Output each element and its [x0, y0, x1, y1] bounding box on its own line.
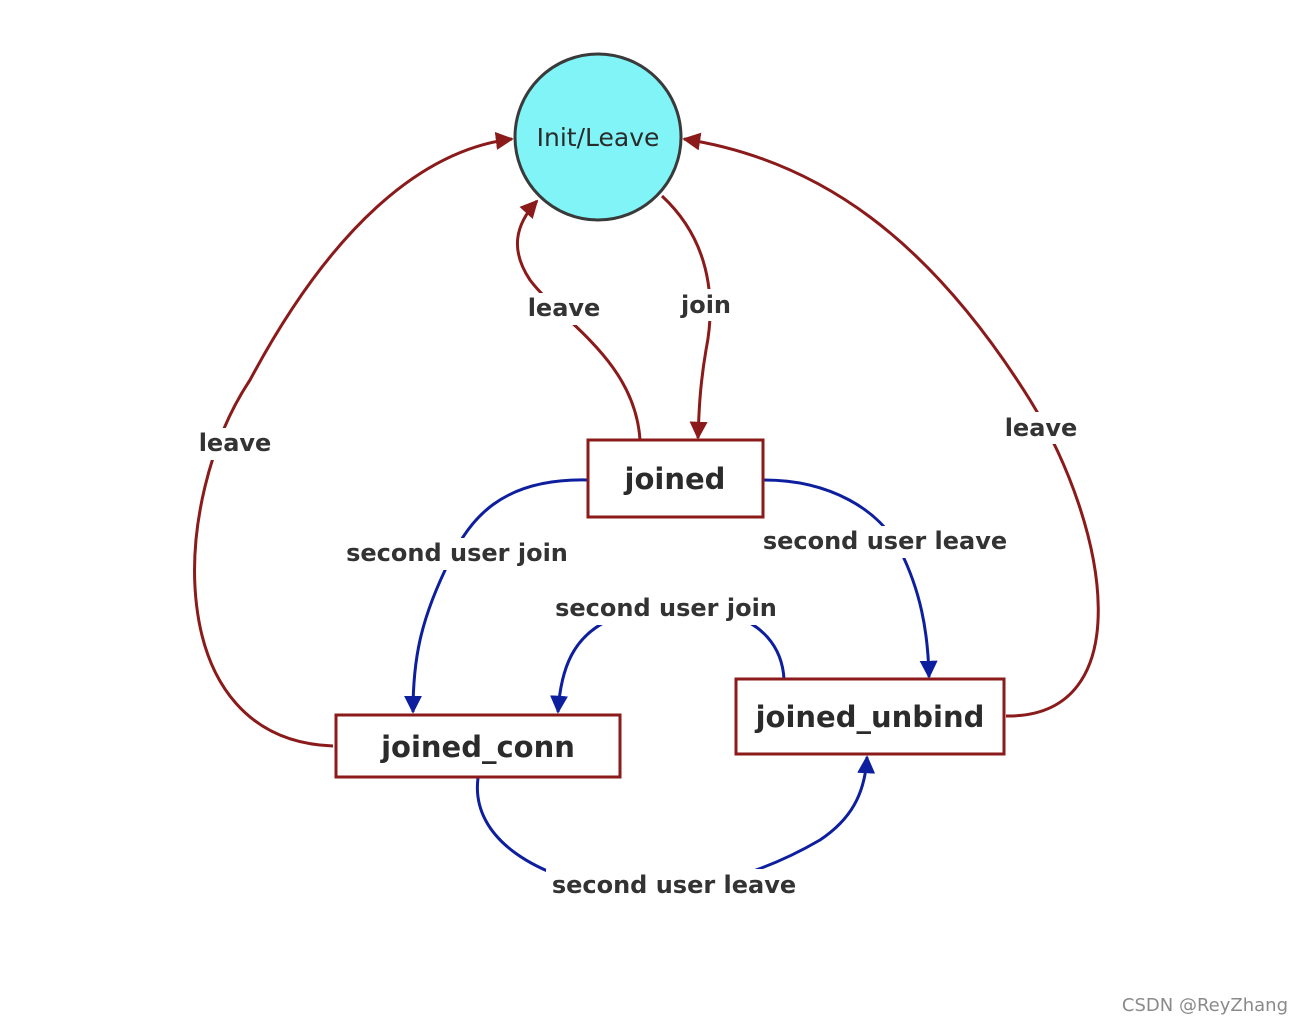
- state-joined-unbind-label: joined_unbind: [755, 700, 985, 734]
- svg-text:second user leave: second user leave: [552, 871, 796, 899]
- state-joined-conn: joined_conn: [334, 713, 622, 779]
- label-unbind-to-conn: second user join: [549, 593, 783, 625]
- svg-text:second user join: second user join: [555, 594, 777, 622]
- edge-init-to-joined: [660, 194, 712, 440]
- state-joined-unbind: joined_unbind: [734, 677, 1006, 756]
- label-joined-to-init: leave: [522, 293, 606, 325]
- state-joined: joined: [586, 438, 765, 519]
- edge-joined-to-init: [515, 199, 642, 441]
- state-joined-label: joined: [624, 462, 726, 496]
- state-init-leave-label: Init/Leave: [537, 123, 660, 152]
- label-unbind-to-init: leave: [1000, 412, 1082, 444]
- edge-joined-unbind-to-init: [682, 132, 1100, 718]
- state-init-leave: Init/Leave: [513, 52, 683, 222]
- watermark: CSDN @ReyZhang: [1121, 995, 1288, 1016]
- edge-joined-to-joined-unbind: [763, 478, 938, 679]
- svg-text:leave: leave: [528, 294, 601, 322]
- svg-text:join: join: [680, 291, 731, 319]
- edge-joined-conn-to-init: [193, 131, 514, 748]
- state-joined-conn-label: joined_conn: [380, 730, 575, 764]
- label-conn-to-unbind: second user leave: [546, 869, 802, 901]
- label-init-to-joined: join: [676, 289, 736, 321]
- label-conn-to-init: leave: [194, 428, 276, 460]
- svg-text:leave: leave: [199, 429, 272, 457]
- svg-text:second user leave: second user leave: [763, 527, 1007, 555]
- svg-text:second user join: second user join: [346, 539, 568, 567]
- label-joined-to-conn: second user join: [340, 538, 574, 570]
- label-joined-to-unbind: second user leave: [757, 526, 1013, 558]
- svg-text:leave: leave: [1005, 414, 1078, 442]
